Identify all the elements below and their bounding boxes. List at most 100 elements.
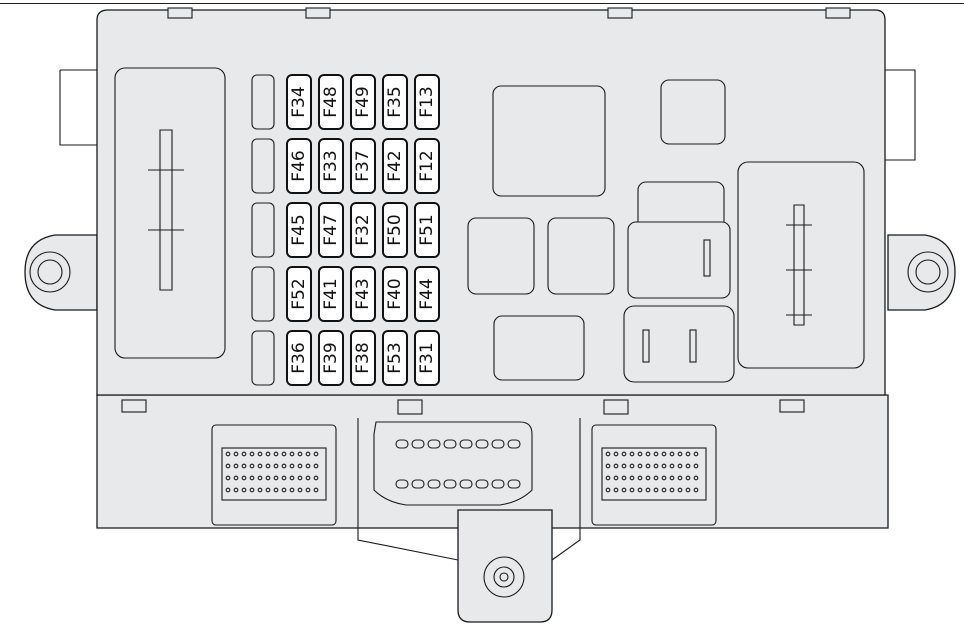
connector-pin (233, 475, 239, 481)
fuse-f12: F12 (414, 138, 440, 194)
diagnostic-pin (475, 439, 489, 449)
fuse-label: F33 (321, 150, 341, 181)
right-mounting-ear (887, 234, 956, 311)
connector-pin (249, 451, 255, 457)
connector-pin (281, 451, 287, 457)
fuse-f41: F41 (318, 266, 344, 322)
diagnostic-pin (475, 479, 489, 489)
fuse-label: F36 (289, 342, 309, 373)
connector-pin (613, 451, 619, 457)
empty-fuse-slot (251, 202, 275, 258)
fuse-f43: F43 (350, 266, 376, 322)
connector-pin (249, 475, 255, 481)
connector-pin (225, 475, 231, 481)
fuse-label: F34 (289, 86, 309, 117)
connector-pin (629, 475, 635, 481)
connector-pin (297, 487, 303, 493)
connector-pin (621, 487, 627, 493)
connector-pin (313, 475, 319, 481)
fuse-label: F13 (417, 86, 437, 117)
connector-pin (605, 475, 611, 481)
connector-pin (313, 463, 319, 469)
connector-pin (693, 487, 699, 493)
connector-pin (289, 475, 295, 481)
fuse-f51: F51 (414, 202, 440, 258)
fuse-label: F39 (321, 342, 341, 373)
right-bolt-hole (907, 251, 949, 293)
fuse-f34: F34 (286, 74, 312, 130)
fuse-f49: F49 (350, 74, 376, 130)
fuse-f39: F39 (318, 330, 344, 386)
connector-pin (249, 487, 255, 493)
connector-pin (685, 451, 691, 457)
connector-pin (661, 487, 667, 493)
connector-pin (661, 463, 667, 469)
fuse-f47: F47 (318, 202, 344, 258)
connector-pin (661, 451, 667, 457)
connector-pin (653, 463, 659, 469)
diagnostic-pin (395, 439, 409, 449)
empty-fuse-slot (251, 266, 275, 322)
connector-pin (289, 487, 295, 493)
connector-pin (273, 463, 279, 469)
connector-pin (613, 463, 619, 469)
connector-pin (225, 487, 231, 493)
bottom-bracket (457, 509, 553, 623)
fuse-f35: F35 (382, 74, 408, 130)
connector-pin (273, 451, 279, 457)
connector-pin (693, 451, 699, 457)
connector-pin (693, 475, 699, 481)
fuse-label: F53 (385, 342, 405, 373)
fuse-f48: F48 (318, 74, 344, 130)
fuse-f37: F37 (350, 138, 376, 194)
connector-pin (265, 487, 271, 493)
diagnostic-pin (491, 479, 505, 489)
fuse-label: F47 (321, 214, 341, 245)
connector-pin (233, 463, 239, 469)
connector-pin (677, 451, 683, 457)
connector-pin (677, 463, 683, 469)
fuse-label: F45 (289, 214, 309, 245)
connector-pin (289, 463, 295, 469)
diagnostic-pin (443, 479, 457, 489)
connector-pin (241, 463, 247, 469)
fuse-label: F38 (353, 342, 373, 373)
diagnostic-pin (427, 439, 441, 449)
diagnostic-pin (427, 479, 441, 489)
connector-pin (225, 451, 231, 457)
left-mounting-ear (24, 234, 98, 311)
connector-pin (685, 487, 691, 493)
connector-pin (305, 463, 311, 469)
connector-pin (281, 463, 287, 469)
connector-pin (305, 487, 311, 493)
connector-pin (645, 451, 651, 457)
connector-pin (669, 463, 675, 469)
connector-pin (241, 487, 247, 493)
diagnostic-pin (491, 439, 505, 449)
connector-pin (265, 451, 271, 457)
fuse-label: F49 (353, 86, 373, 117)
connector-pin (281, 475, 287, 481)
fuse-f46: F46 (286, 138, 312, 194)
fuse-label: F41 (321, 278, 341, 309)
relay-slots (467, 79, 865, 383)
diagnostic-pin (507, 439, 521, 449)
connector-pin (669, 475, 675, 481)
fuse-f53: F53 (382, 330, 408, 386)
connector-pin (605, 451, 611, 457)
diagnostic-pin (459, 439, 473, 449)
connector-pin (621, 475, 627, 481)
fuse-label: F48 (321, 86, 341, 117)
fuse-label: F52 (289, 278, 309, 309)
fuse-label: F32 (353, 214, 373, 245)
connector-pin (297, 463, 303, 469)
connector-pin (233, 487, 239, 493)
fuse-f40: F40 (382, 266, 408, 322)
connector-pin (677, 475, 683, 481)
connector-pin (273, 487, 279, 493)
connector-pin (645, 463, 651, 469)
connector-pin (313, 451, 319, 457)
connector-pin (273, 475, 279, 481)
connector-pin (241, 475, 247, 481)
